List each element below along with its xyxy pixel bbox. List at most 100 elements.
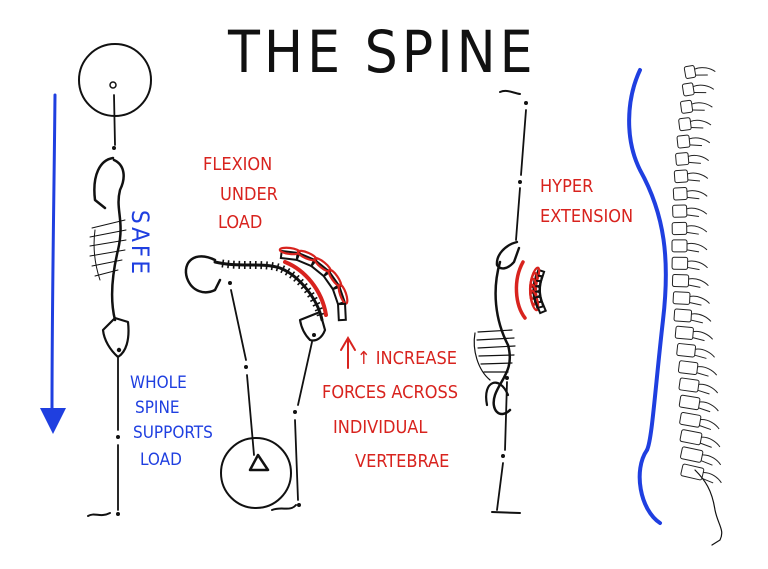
vertebra	[674, 325, 714, 342]
caption-line: WHOLE	[130, 373, 187, 393]
spinous-process	[694, 348, 715, 359]
spinous-process	[686, 242, 708, 253]
ankle-dot	[297, 503, 301, 507]
vertebra-tick	[284, 268, 291, 276]
caption-line: HYPER	[540, 176, 593, 197]
vertebra	[680, 99, 713, 114]
spinous-process	[690, 313, 712, 324]
vertebra	[671, 239, 708, 253]
arm-line	[230, 289, 255, 456]
hyperextension-vertebrae-detail	[528, 266, 548, 315]
disc-ellipse	[529, 289, 540, 312]
vertebra-body	[671, 239, 688, 253]
spinous-process	[692, 330, 714, 342]
vertebra-body	[672, 204, 688, 218]
vertebra-body	[677, 360, 699, 376]
vertebra	[672, 291, 710, 306]
vertebra	[680, 446, 722, 466]
spinous-process	[697, 383, 719, 395]
spinous-process	[699, 419, 720, 431]
spinous-process	[686, 225, 708, 235]
spinous-process	[688, 154, 710, 164]
foot	[87, 512, 111, 517]
foot	[499, 89, 521, 95]
disc-ellipse	[278, 246, 301, 256]
vertebra	[680, 463, 722, 484]
knee-dot	[116, 435, 120, 439]
vertebra-body	[671, 221, 688, 236]
vertebra	[681, 82, 715, 97]
vertebra	[673, 169, 709, 184]
spinous-process	[689, 295, 710, 306]
vertebra-body	[678, 377, 700, 393]
vertebra-tick	[293, 274, 300, 282]
spinous-process	[698, 401, 719, 413]
knee-dot	[293, 410, 297, 414]
vertebra-body	[532, 294, 548, 315]
vertebra	[679, 429, 721, 448]
vertebra-tick	[304, 287, 312, 294]
vertebra-body	[681, 82, 695, 97]
vertebra	[675, 152, 710, 166]
pelvis	[101, 316, 130, 359]
arm-line	[496, 381, 508, 511]
vertebra-tick	[270, 262, 274, 271]
vertebra	[671, 273, 709, 288]
increase-forces-note: ↑ INCREASE FORCES ACROSS INDIVIDUAL VERT…	[322, 348, 463, 472]
elbow-dot	[244, 365, 248, 369]
spinous-process	[686, 207, 708, 217]
ankle-dot	[116, 512, 120, 516]
vertebra-tick	[300, 282, 308, 290]
disc-ellipse	[313, 257, 332, 273]
vertebra-block	[532, 294, 548, 315]
caption-line: FLEXION	[203, 154, 272, 175]
note-line: VERTEBRAE	[355, 451, 449, 472]
vertebra	[679, 411, 720, 431]
flexion-head	[184, 255, 222, 294]
spinous-process	[701, 471, 722, 484]
vertebra-tick	[309, 296, 318, 303]
anatomical-vertebrae	[671, 65, 722, 484]
knee-dot	[518, 180, 522, 184]
ankle-dot	[524, 101, 528, 105]
vertebra-tick	[289, 271, 296, 279]
vertebra-body	[683, 65, 697, 79]
note-line: INDIVIDUAL	[333, 417, 427, 438]
spine-curve	[93, 156, 125, 322]
note-line: ↑ INCREASE	[357, 348, 457, 369]
vertebra-body	[680, 463, 705, 481]
spinous-process	[694, 67, 716, 76]
head-pivot-dot	[109, 81, 117, 89]
vertebra-body	[671, 256, 689, 270]
vertebra	[677, 360, 718, 377]
spinous-process	[692, 84, 715, 94]
joint-dot	[505, 376, 509, 380]
hand	[491, 511, 521, 514]
weight-plate	[220, 437, 292, 509]
hyper-spine	[492, 260, 512, 416]
vertebra-tick	[227, 260, 230, 269]
flexed-spine	[213, 260, 324, 322]
disc-ellipse	[327, 268, 343, 288]
spinal-curve-line-lower	[637, 448, 662, 525]
vertebra-body	[679, 411, 702, 428]
vertebra-body	[678, 394, 701, 411]
caption-line: SUPPORTS	[133, 423, 213, 443]
vertebra-body	[674, 325, 694, 340]
flexion-caption: FLEXION UNDER LOAD	[203, 154, 283, 233]
sacrum-coccyx	[694, 469, 723, 546]
note-line: FORCES ACROSS	[322, 382, 458, 403]
hand-grip	[248, 453, 270, 472]
load-arrow-shaft	[50, 93, 57, 412]
vertebra	[676, 343, 715, 359]
vertebra-ticks	[221, 259, 325, 317]
vertebra	[672, 186, 708, 201]
vertebra-tick	[314, 307, 323, 312]
vertebra-body	[679, 429, 703, 446]
figure-hyperextension: HYPER EXTENSION	[473, 89, 633, 514]
vertebra-body	[676, 343, 697, 358]
caption-line: LOAD	[218, 212, 262, 233]
spinous-process	[688, 278, 709, 288]
disc-ellipse	[337, 283, 349, 305]
